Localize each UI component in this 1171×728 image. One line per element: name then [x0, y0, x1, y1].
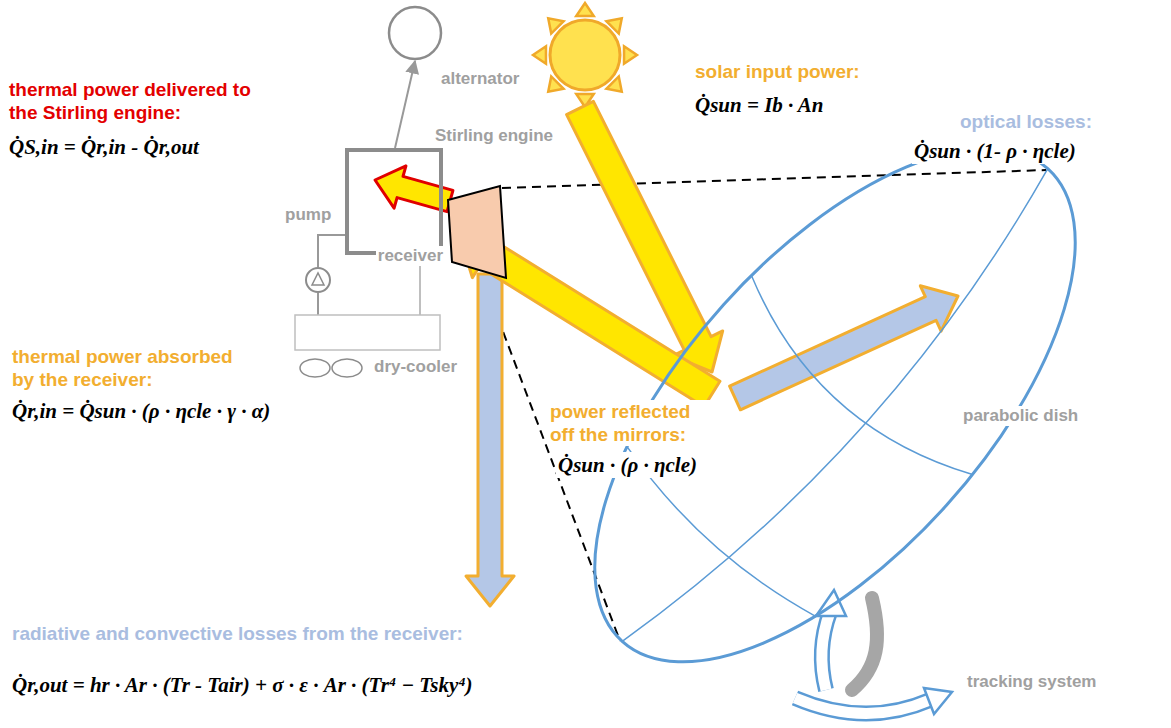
connector-line: [395, 61, 415, 148]
cooler-fan: [332, 359, 362, 377]
annotation-heading: thermal power delivered to the Stirling …: [7, 78, 269, 124]
pump-circle: [306, 268, 330, 292]
formula: Q̇r,in = Q̇sun · (ρ · ηcle · γ · α): [10, 398, 272, 424]
annotation-heading: optical losses:: [958, 110, 1094, 133]
cooler-frame: [295, 315, 440, 350]
optical-loss-arrow: [730, 286, 958, 410]
part-name: Stirling engine: [433, 126, 555, 146]
part-name: tracking system: [965, 672, 1098, 692]
stirling-engine-box-outline: [347, 150, 441, 253]
connector-line: [317, 293, 319, 315]
tracking-arrow-outline: [795, 698, 930, 714]
tracking-arrow-outline: [822, 612, 830, 690]
formula: Q̇sun · (1- ρ · ηcle): [912, 138, 1078, 164]
receiver-shape-outline: [448, 186, 506, 278]
pump-symbol-graphic: [305, 267, 331, 293]
annotation-heading: power reflected off the mirrors:: [548, 400, 712, 446]
formula: Q̇r,out = hr · Ar · (Tr - Tair) + σ · ε …: [10, 672, 475, 698]
tracking-band: [852, 598, 877, 690]
sun-ray: [606, 76, 621, 91]
sun-disc: [550, 20, 620, 90]
pump-symbol-outline: [306, 268, 330, 292]
annotation-heading: thermal power absorbed by the receiver:: [10, 345, 249, 391]
parabolic-dish-outline: [511, 68, 1160, 728]
sun-ray: [548, 76, 563, 91]
sun-ray: [576, 3, 593, 16]
stirling-engine-box: Stirling engine: [345, 148, 443, 255]
tracking-arrow-head: [924, 688, 952, 714]
part-name: dry-cooler: [372, 357, 459, 377]
part-name: pump: [283, 205, 333, 225]
sun-ray: [606, 18, 621, 33]
annotation-heading: radiative and convective losses from the…: [10, 622, 465, 645]
formula: Q̇sun · (ρ · ηcle): [556, 452, 699, 478]
formula: Q̇sun = Ib · An: [693, 92, 826, 118]
receiver-shape-graphic: [448, 186, 506, 278]
sun-ray: [533, 46, 546, 63]
sun-ray: [624, 46, 637, 63]
part-name: receiver: [376, 246, 445, 266]
engine-box: [347, 150, 441, 253]
dish-rib: [728, 276, 971, 500]
tracking-arrow-body: [795, 698, 930, 714]
dish-rim: [511, 68, 1160, 728]
part-name: alternator: [439, 69, 521, 89]
alternator-circle-outline: [389, 7, 441, 59]
stirling-engine-box-graphic: [345, 148, 443, 255]
dry-cooler-unit: dry-cooler: [295, 315, 440, 350]
cooler-fan: [300, 359, 330, 377]
part-name: parabolic dish: [961, 406, 1080, 426]
pump-triangle: [312, 273, 324, 285]
dry-cooler-unit-graphic: [295, 315, 440, 350]
sun: [533, 3, 637, 107]
alternator-circle-graphic: [387, 5, 443, 61]
alternator-circle: [389, 7, 441, 59]
annotation-heading: solar input power:: [693, 60, 862, 83]
receiver-loss-arrow: [466, 274, 514, 606]
tracking-arrow-body: [822, 612, 830, 690]
receiver-shape: [448, 186, 506, 278]
formula: Q̇S,in = Q̇r,in - Q̇r,out: [7, 134, 201, 160]
pump-symbol: pump: [305, 267, 331, 293]
dashed-edge-ray: [502, 170, 1046, 188]
connector-line: [318, 235, 345, 267]
sun-ray: [548, 18, 563, 33]
receiver-shape: receiver: [448, 186, 506, 278]
alternator-circle: alternator: [387, 5, 443, 61]
